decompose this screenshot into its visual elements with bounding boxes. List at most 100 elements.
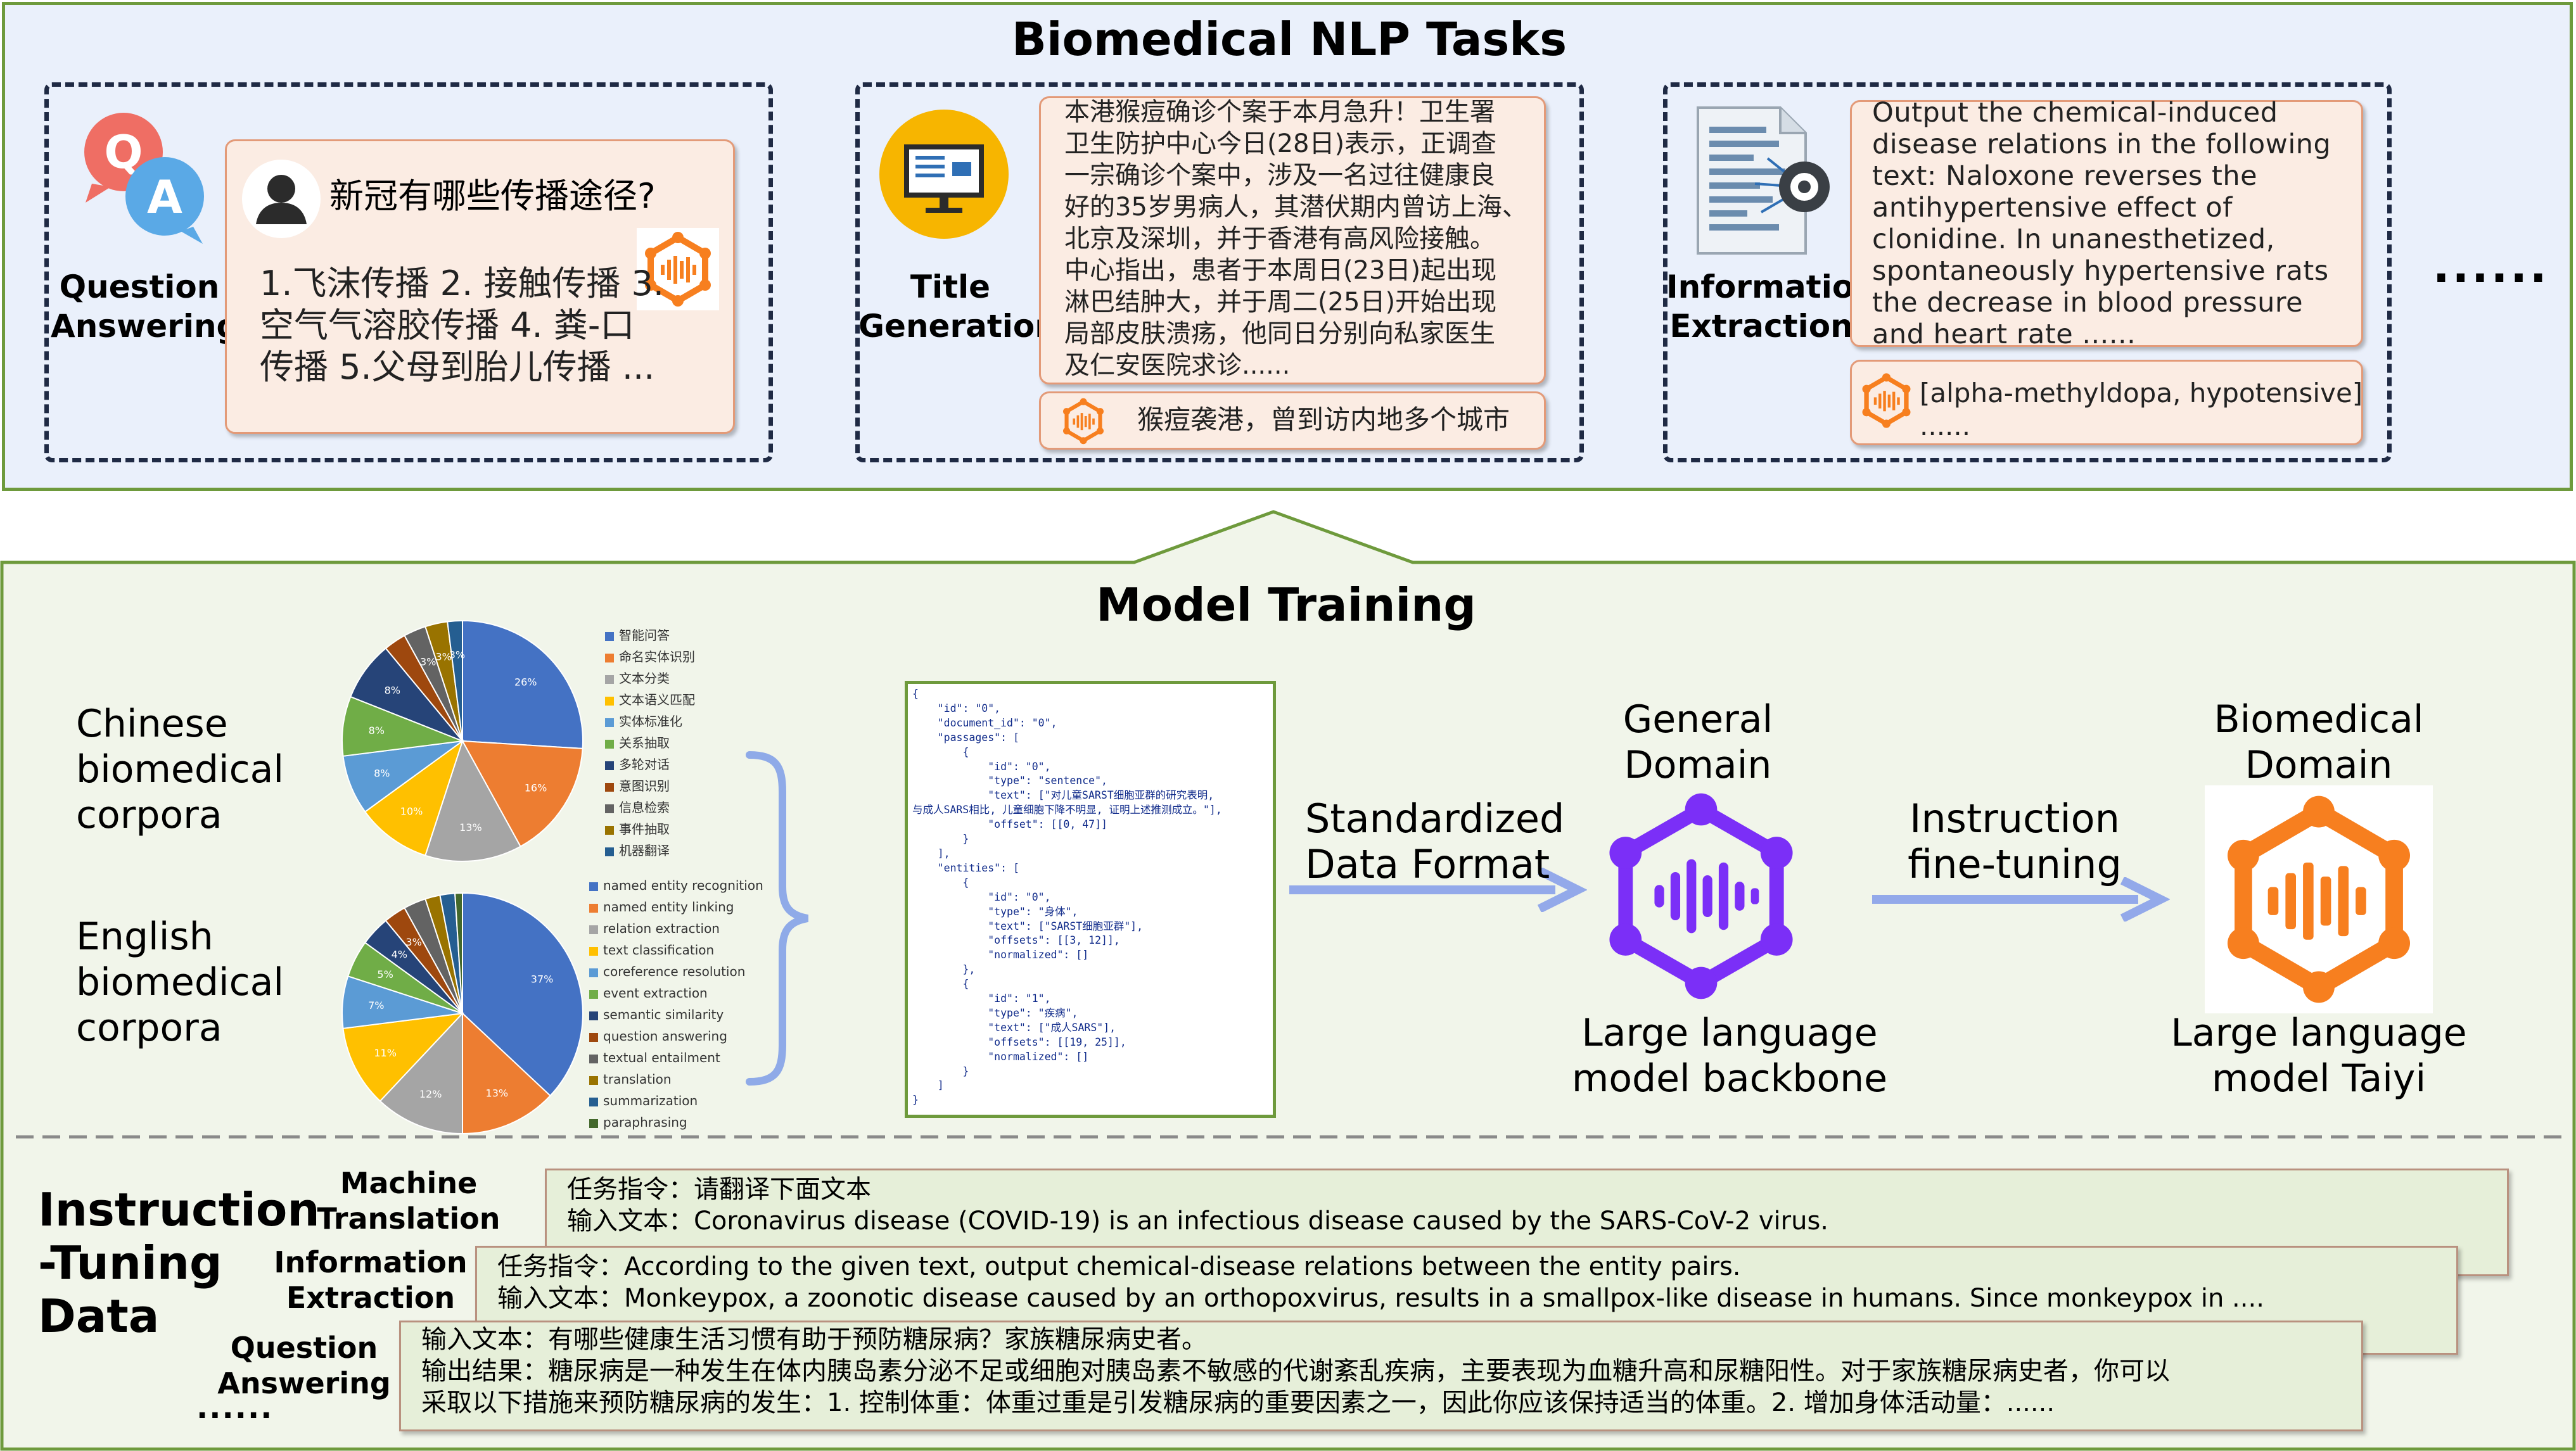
pie-slice [461, 740, 583, 847]
ie-line: spontaneously hypertensive rats [1872, 255, 2329, 287]
ie-output-line2: ...... [1920, 410, 1971, 441]
pie-data-label: 3% [405, 936, 421, 948]
legend-item: 文本分类 [605, 670, 670, 687]
qa-label: Question Answering [51, 267, 239, 346]
general-llm-icon [1609, 793, 1793, 999]
pie-slice [364, 739, 464, 856]
legend-swatch [589, 946, 598, 956]
english-corpora-label: English biomedical corpora [76, 914, 284, 1051]
taiyi-llm-icon [2205, 785, 2433, 1013]
legend-label: 文本语义匹配 [619, 692, 695, 707]
backbone-line: model backbone [1571, 1056, 1888, 1101]
tg-line: 淋巴结肿大，并于周二(25日)开始出现 [1064, 288, 1497, 317]
legend-swatch [589, 1097, 598, 1106]
legend-label: 命名实体识别 [619, 649, 695, 664]
json-line: "id": "0", [912, 760, 1051, 773]
legend-item: event extraction [589, 985, 708, 1001]
json-line: "normalized": [] [912, 949, 1089, 961]
general-domain-line: Domain [1624, 743, 1772, 787]
pie-slice [462, 1011, 551, 1135]
taiyi-icon-qa [637, 228, 719, 310]
qa-chat-icon: Q A [84, 113, 204, 244]
json-line: "id": "0", [912, 702, 1001, 714]
legend-item: textual entailment [589, 1049, 720, 1066]
user-avatar-icon [242, 160, 321, 238]
json-line: { [912, 978, 969, 991]
tg-line: 本港猴痘确诊个案于本月急升！卫生署 [1064, 98, 1495, 127]
legend-item: 关系抽取 [605, 735, 670, 751]
json-line: }, [912, 963, 976, 976]
ie-data-label-line: Extraction [286, 1281, 456, 1315]
ie-label-line2: Extraction [1669, 308, 1853, 345]
ie-data-line: 输入文本：Monkeypox, a zoonotic disease cause… [497, 1284, 2264, 1313]
legend-label: named entity recognition [603, 878, 763, 893]
json-line: { [912, 876, 969, 889]
qa-task-box [44, 82, 773, 462]
json-line: "id": "0", [912, 890, 1051, 903]
qa-data-line: 采取以下措施来预防糖尿病的发生：1. 控制体重：体重过重是引发糖尿病的重要因素之… [421, 1388, 2055, 1417]
mt-line: 输入文本：Coronavirus disease (COVID-19) is a… [567, 1207, 1829, 1236]
monitor-icon [879, 110, 1009, 239]
pie-data-label: 26% [514, 676, 537, 688]
document-gear-icon [1697, 106, 1830, 255]
json-line: "offsets": [[19, 25]], [912, 1036, 1126, 1048]
legend-swatch [605, 675, 614, 684]
json-line: "id": "1", [912, 992, 1051, 1005]
arrow-to-backbone [1289, 868, 1587, 912]
json-line: "text": ["SARST细胞亚群"], [912, 920, 1144, 932]
qa-answer: 1.飞沫传播 2. 接触传播 3. 空气气溶胶传播 4. 粪-口 传播 5.父母… [260, 263, 664, 388]
legend-swatch [605, 631, 614, 641]
legend-item: coreference resolution [589, 963, 745, 980]
pie-data-label: 13% [486, 1087, 509, 1099]
legend-swatch [589, 1011, 598, 1020]
legend-item: named entity recognition [589, 877, 763, 894]
json-line: "normalized": [] [912, 1050, 1089, 1063]
legend-item: 多轮对话 [605, 756, 670, 773]
legend-swatch [605, 782, 614, 792]
pie-data-label: 8% [374, 767, 390, 779]
pie-data-label: 7% [368, 999, 384, 1011]
json-line: "document_id": "0", [912, 716, 1057, 729]
legend-label: semantic similarity [603, 1007, 724, 1022]
pie-slice [350, 647, 463, 742]
qa-data-label: Question Answering [209, 1330, 399, 1401]
legend-label: event extraction [603, 985, 708, 1001]
qa-answer-line1: 1.飞沫传播 2. 接触传播 3. [260, 263, 665, 303]
mt-example-text: 任务指令：请翻译下面文本 输入文本：Coronavirus disease (C… [567, 1174, 1828, 1237]
mt-label: Machine Translation [279, 1165, 539, 1236]
json-line: "type": "身体", [912, 905, 1078, 918]
pie-slice [379, 1011, 463, 1135]
legend-swatch [589, 925, 598, 934]
bottom-more-ellipsis: ...... [196, 1390, 274, 1426]
ie-data-label-line: Information [274, 1245, 468, 1279]
tg-label-line2: Generation [858, 308, 1057, 345]
legend-swatch [605, 653, 614, 662]
tg-line: 好的35岁男病人，其潜伏期内曾访上海、 [1064, 193, 1527, 222]
english-label-line: biomedical [76, 960, 284, 1004]
ie-output-bubble [1850, 360, 2363, 445]
qa-answer-line3: 传播 5.父母到胎儿传播 ... [260, 347, 655, 387]
ie-data-line: 任务指令：According to the given text, output… [497, 1252, 1741, 1281]
tg-line: 及仁安医院求诊...... [1064, 351, 1291, 380]
ie-output-text: [alpha-methyldopa, hypotensive] ...... [1920, 377, 2362, 443]
qa-label-line2: Answering [51, 308, 239, 345]
legend-item: 智能问答 [605, 627, 670, 643]
pie-data-label: 16% [525, 782, 547, 794]
standardized-data-format-label: Standardized Data Format [1305, 796, 1564, 887]
backbone-label: Large language model backbone [1546, 1010, 1913, 1101]
pie-data-label: 8% [385, 685, 400, 697]
pie-data-label: 4% [392, 948, 407, 960]
json-line: "text": ["对儿童SARST细胞亚群的研究表明, [912, 789, 1215, 802]
pie-data-label: 3% [435, 650, 451, 662]
legend-item: semantic similarity [589, 1006, 724, 1023]
taiyi-icon-ie [1862, 373, 1911, 428]
taiyi-line: Large language [2171, 1011, 2467, 1055]
pie-slice [342, 740, 463, 813]
json-line: } [912, 833, 969, 846]
instruction-ft-line: Instruction [1910, 795, 2120, 842]
pie-data-label: 3% [420, 656, 436, 668]
tg-line: 中心指出，患者于本周日(23日)起出现 [1064, 256, 1497, 285]
legend-swatch [605, 696, 614, 706]
pie-data-label: 5% [377, 968, 393, 980]
tg-line: 一宗确诊个案中，涉及一名过往健康良 [1064, 161, 1495, 190]
